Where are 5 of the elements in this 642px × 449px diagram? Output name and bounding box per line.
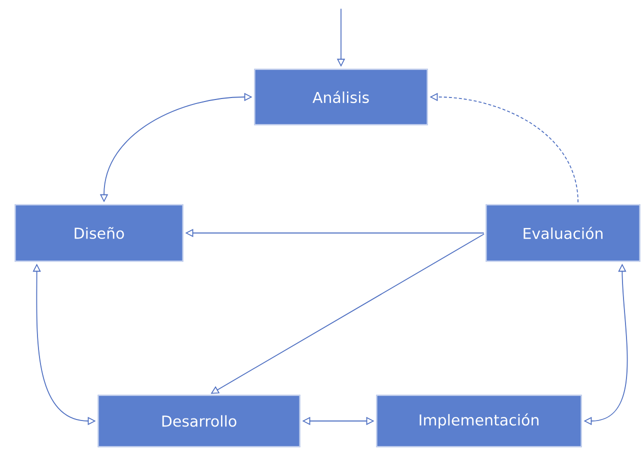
process-box: Diseño [14,204,184,262]
process-box: Análisis [254,68,428,126]
process-box: Implementación [376,394,582,448]
process-box: Desarrollo [97,394,301,448]
process-box: Evaluación [485,204,641,262]
